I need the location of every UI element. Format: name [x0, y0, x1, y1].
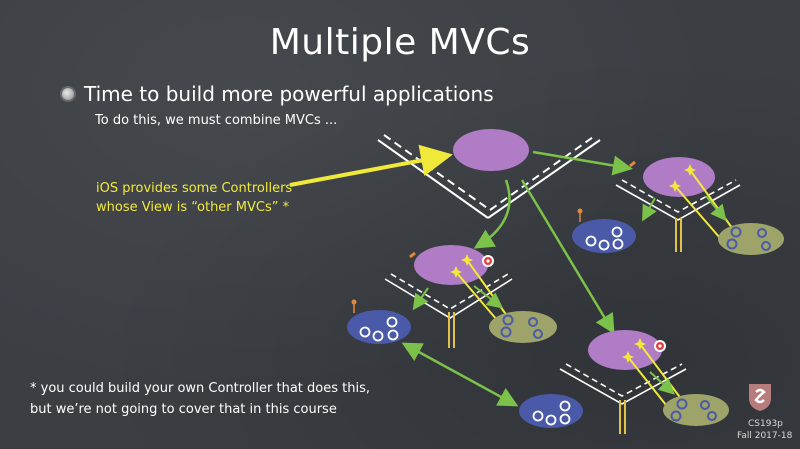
yellow-pointer-arrow: [289, 144, 453, 187]
left-controller: [414, 245, 488, 285]
bullet-point: Time to build more powerful applications: [62, 82, 494, 106]
footnote-line-2: but we’re not going to cover that in thi…: [30, 402, 337, 417]
footnote: * you could build your own Controller th…: [30, 378, 370, 420]
course-term: Fall 2017-18: [737, 431, 793, 441]
left-mvc: [347, 245, 557, 348]
slide-title: Multiple MVCs: [269, 22, 531, 63]
top-mvc-divider-left-dashed: [383, 134, 491, 211]
arrow-to-left-mvc: [473, 179, 511, 249]
note-line-2: whose View is “other MVCs” *: [96, 200, 290, 215]
right-view: [572, 219, 636, 253]
bottom-controller: [588, 330, 662, 370]
right-controller: [643, 157, 715, 197]
top-mvc-divider-left: [377, 139, 489, 219]
bottom-model: [663, 394, 729, 426]
top-mvc-divider-right: [487, 139, 601, 219]
left-model: [489, 311, 557, 343]
footnote-line-1: * you could build your own Controller th…: [30, 381, 370, 396]
top-mvc-divider-right-dashed: [489, 134, 597, 211]
bullet-text: Time to build more powerful applications: [84, 82, 494, 106]
ios-controllers-note: iOS provides some Controllers whose View…: [96, 179, 292, 217]
arrow-to-bottom-mvc: [520, 179, 615, 335]
bottom-mvc: [519, 330, 729, 434]
view-to-view-arrow: [401, 342, 519, 407]
note-line-1: iOS provides some Controllers: [96, 181, 293, 196]
right-mvc: [572, 157, 784, 255]
stanford-logo-icon: [749, 384, 771, 411]
course-code: CS193p: [748, 419, 783, 429]
right-model: [718, 223, 784, 255]
arrow-to-right-mvc: [532, 150, 633, 176]
bullet-icon: [62, 88, 74, 100]
bullet-subtext: To do this, we must combine MVCs ...: [95, 113, 338, 128]
left-view: [347, 310, 411, 344]
top-mvc: [377, 129, 601, 219]
bottom-view: [519, 394, 583, 428]
top-controller: [453, 129, 529, 171]
